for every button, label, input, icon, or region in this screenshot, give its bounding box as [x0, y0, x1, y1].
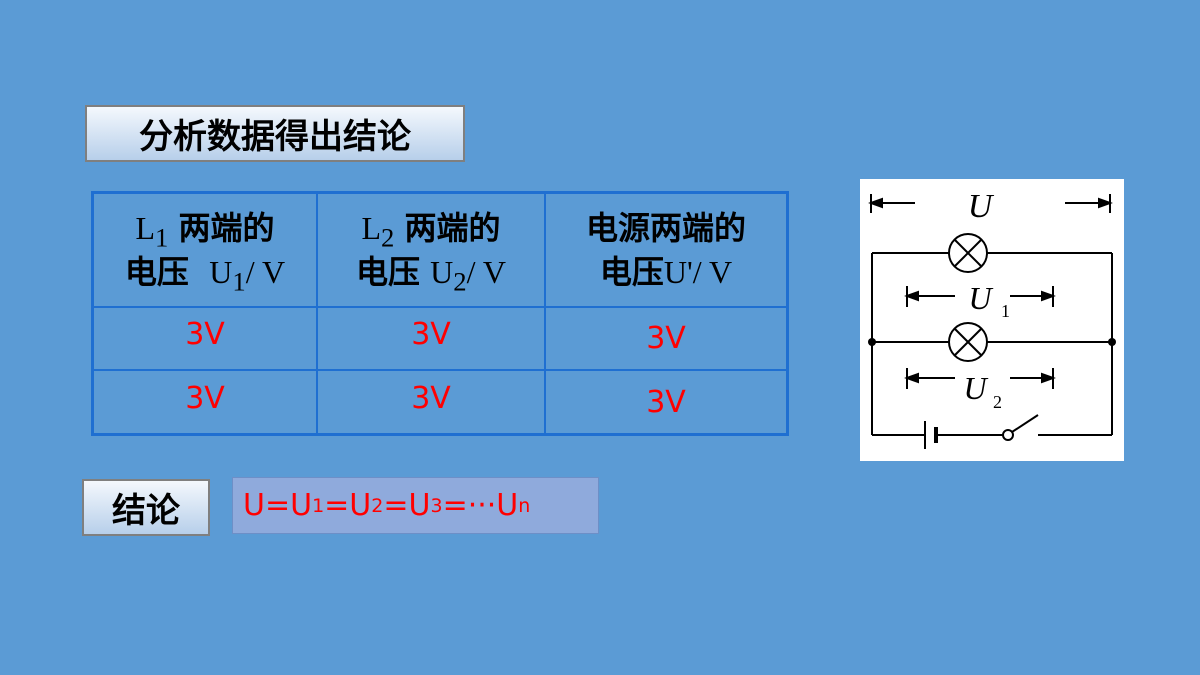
- header-source-voltage: 电源两端的 电压U'/ V: [544, 191, 789, 308]
- table-row: 3V 3V 3V: [91, 305, 789, 372]
- table-header-row: L1 两端的 电压 U1/ V L2 两端的 电压 U2/ V 电源两端的 电压…: [91, 191, 789, 308]
- svg-text:U: U: [968, 188, 995, 225]
- svg-text:2: 2: [993, 392, 1002, 412]
- header-l2-voltage: L2 两端的 电压 U2/ V: [316, 191, 546, 308]
- lamp-2-icon: [948, 322, 988, 362]
- svg-text:1: 1: [1001, 301, 1010, 321]
- parallel-circuit-diagram: U U 1 U 2: [860, 179, 1124, 461]
- header-l1-voltage: L1 两端的 电压 U1/ V: [91, 191, 318, 308]
- conclusion-label: 结论: [82, 479, 210, 536]
- lamp-1-icon: [948, 233, 988, 273]
- table-row: 3V 3V 3V: [91, 369, 789, 436]
- section-title: 分析数据得出结论: [85, 105, 465, 162]
- svg-text:U: U: [968, 280, 993, 316]
- voltage-table: L1 两端的 电压 U1/ V L2 两端的 电压 U2/ V 电源两端的 电压…: [91, 191, 789, 436]
- switch-icon: [1002, 429, 1014, 441]
- svg-text:U: U: [963, 370, 988, 406]
